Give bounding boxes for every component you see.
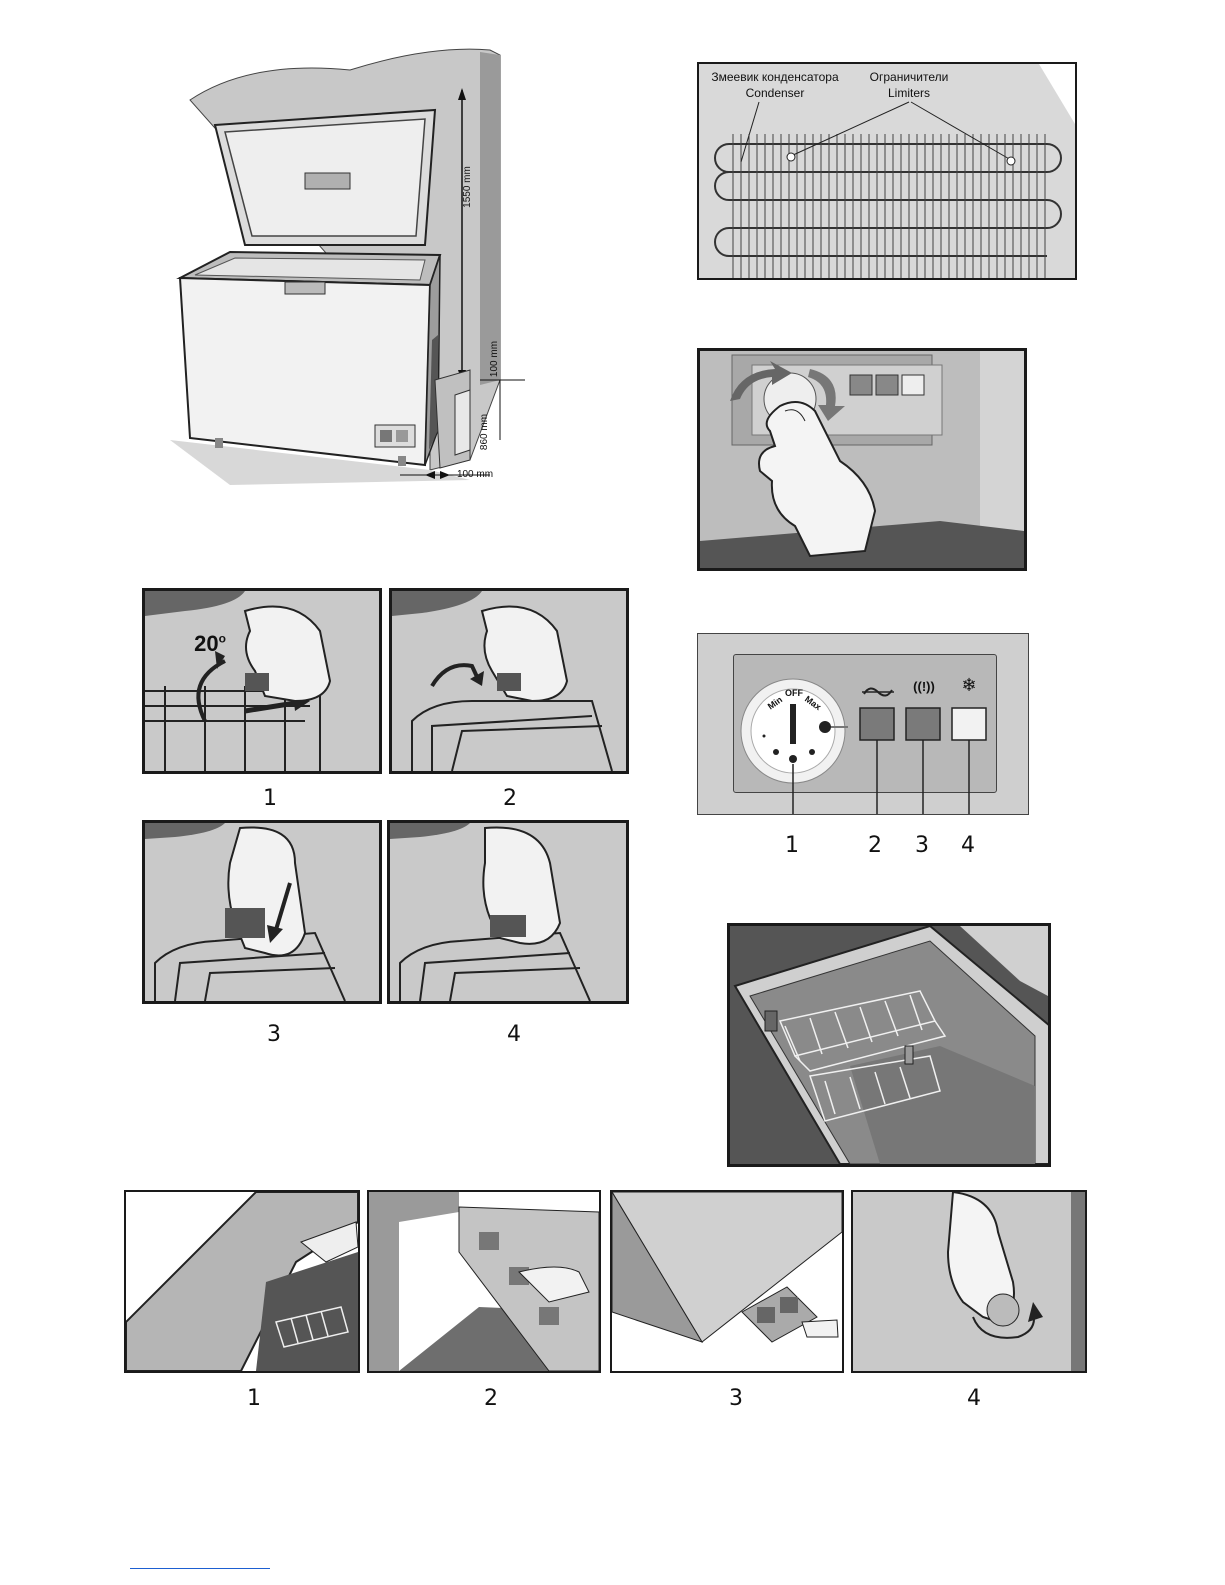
basket-handle-steps: 20o 1 2 <box>142 588 632 1048</box>
side-gap-dimension: 100 mm <box>450 468 500 482</box>
freezer-baskets-figure <box>727 923 1051 1167</box>
basket-step-1: 20o <box>142 588 382 774</box>
defrost-step-4 <box>851 1190 1087 1373</box>
defrost-step-1-number: 1 <box>234 1386 274 1411</box>
defrost-step-3 <box>610 1190 844 1373</box>
basket-step-4 <box>387 820 629 1004</box>
freezer-installation-figure: 1550 mm 100 mm 860 mm 100 mm <box>170 40 530 490</box>
angle-unit: o <box>219 632 226 646</box>
condenser-figure: Змеевик конденсатора Condenser Ограничит… <box>697 62 1077 280</box>
defrost-step-3-number: 3 <box>716 1386 756 1411</box>
height-dimension: 1550 mm <box>461 157 475 217</box>
control-label-1: 1 <box>772 833 812 858</box>
basket-step-3-number: 3 <box>254 1022 294 1047</box>
basket-step-4-number: 4 <box>494 1022 534 1047</box>
control-label-4: 4 <box>948 833 988 858</box>
condenser-label-ru: Змеевик конденсатора <box>705 70 845 84</box>
defrost-step-2-number: 2 <box>471 1386 511 1411</box>
defrost-step-4-number: 4 <box>954 1386 994 1411</box>
snowflake-icon: ❄ <box>953 678 985 692</box>
depth-dimension: 860 mm <box>478 407 492 457</box>
defrost-step-1 <box>124 1190 360 1373</box>
angle-value: 20 <box>194 631 218 656</box>
basket-step-3 <box>142 820 382 1004</box>
thermostat-knob-figure <box>697 348 1027 571</box>
limiters-label-en: Limiters <box>849 86 969 100</box>
alarm-icon: ((!)) <box>908 680 940 694</box>
defrost-step-2 <box>367 1190 601 1373</box>
control-label-2: 2 <box>855 833 895 858</box>
control-panel-frame: Min OFF Max ((!)) ❄ <box>697 633 1029 815</box>
control-label-3: 3 <box>902 833 942 858</box>
defrost-steps: 1 2 3 4 <box>124 1190 1089 1420</box>
top-gap-dimension: 100 mm <box>488 334 502 384</box>
footer-line <box>130 1568 270 1569</box>
basket-angle-label: 20o <box>185 631 235 657</box>
control-panel-figure: Min OFF Max ((!)) ❄ 1 2 3 4 <box>697 633 1029 863</box>
basket-step-2 <box>389 588 629 774</box>
condenser-label-en: Condenser <box>705 86 845 100</box>
limiters-label-ru: Ограничители <box>849 70 969 84</box>
basket-step-1-number: 1 <box>250 786 290 811</box>
basket-step-2-number: 2 <box>490 786 530 811</box>
